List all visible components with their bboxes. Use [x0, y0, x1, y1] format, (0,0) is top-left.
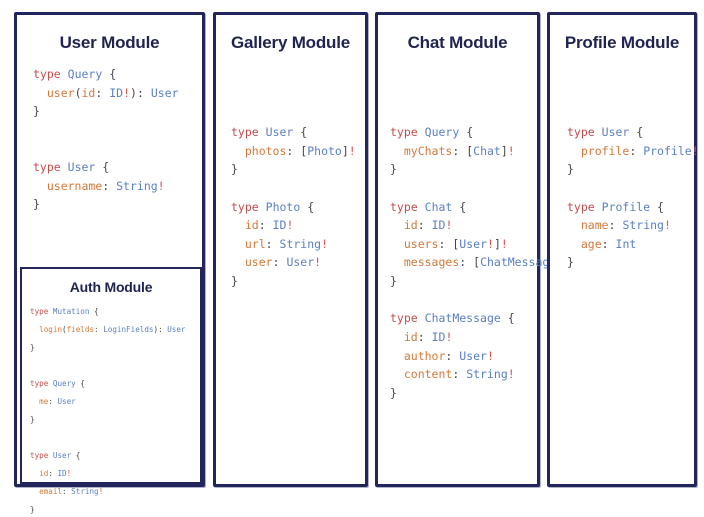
panel-title-gallery-module: Gallery Module	[230, 33, 351, 52]
graphql-code-gallery-module: type User { photos: [Photo]! } type Phot…	[231, 125, 356, 288]
graphql-code-auth-module: type Mutation { login(fields: LoginField…	[30, 307, 186, 514]
graphql-code-chat-module: type Query { myChats: [Chat]! } type Cha…	[390, 125, 570, 400]
panel-user-module[interactable]: User Module type Query { user(id: ID!): …	[14, 12, 205, 514]
schema-block-auth-module: type Mutation { login(fields: LoginField…	[22, 299, 200, 517]
schema-block-profile-module: type User { profile: Profile! } type Pro…	[550, 59, 699, 272]
panel-chat-module[interactable]: Chat Module type Query { myChats: [Chat]…	[375, 12, 570, 487]
schema-block-chat-module: type Query { myChats: [Chat]! } type Cha…	[378, 59, 570, 402]
panel-gallery-module[interactable]: Gallery Module type User { photos: [Phot…	[213, 12, 368, 487]
panel-title-chat-module: Chat Module	[407, 33, 508, 52]
graphql-code-profile-module: type User { profile: Profile! } type Pro…	[567, 125, 699, 270]
schema-block-user-module: type Query { user(id: ID!): User } type …	[17, 59, 202, 214]
panel-title-user-module: User Module	[59, 33, 160, 52]
panel-auth-module[interactable]: Auth Module type Mutation { login(fields…	[20, 267, 202, 514]
panel-title-auth-module: Auth Module	[69, 279, 153, 295]
graphql-code-user-module: type Query { user(id: ID!): User } type …	[33, 67, 179, 212]
panel-title-profile-module: Profile Module	[564, 33, 680, 52]
panel-profile-module[interactable]: Profile Module type User { profile: Prof…	[547, 12, 699, 487]
schema-block-gallery-module: type User { photos: [Photo]! } type Phot…	[216, 59, 365, 291]
